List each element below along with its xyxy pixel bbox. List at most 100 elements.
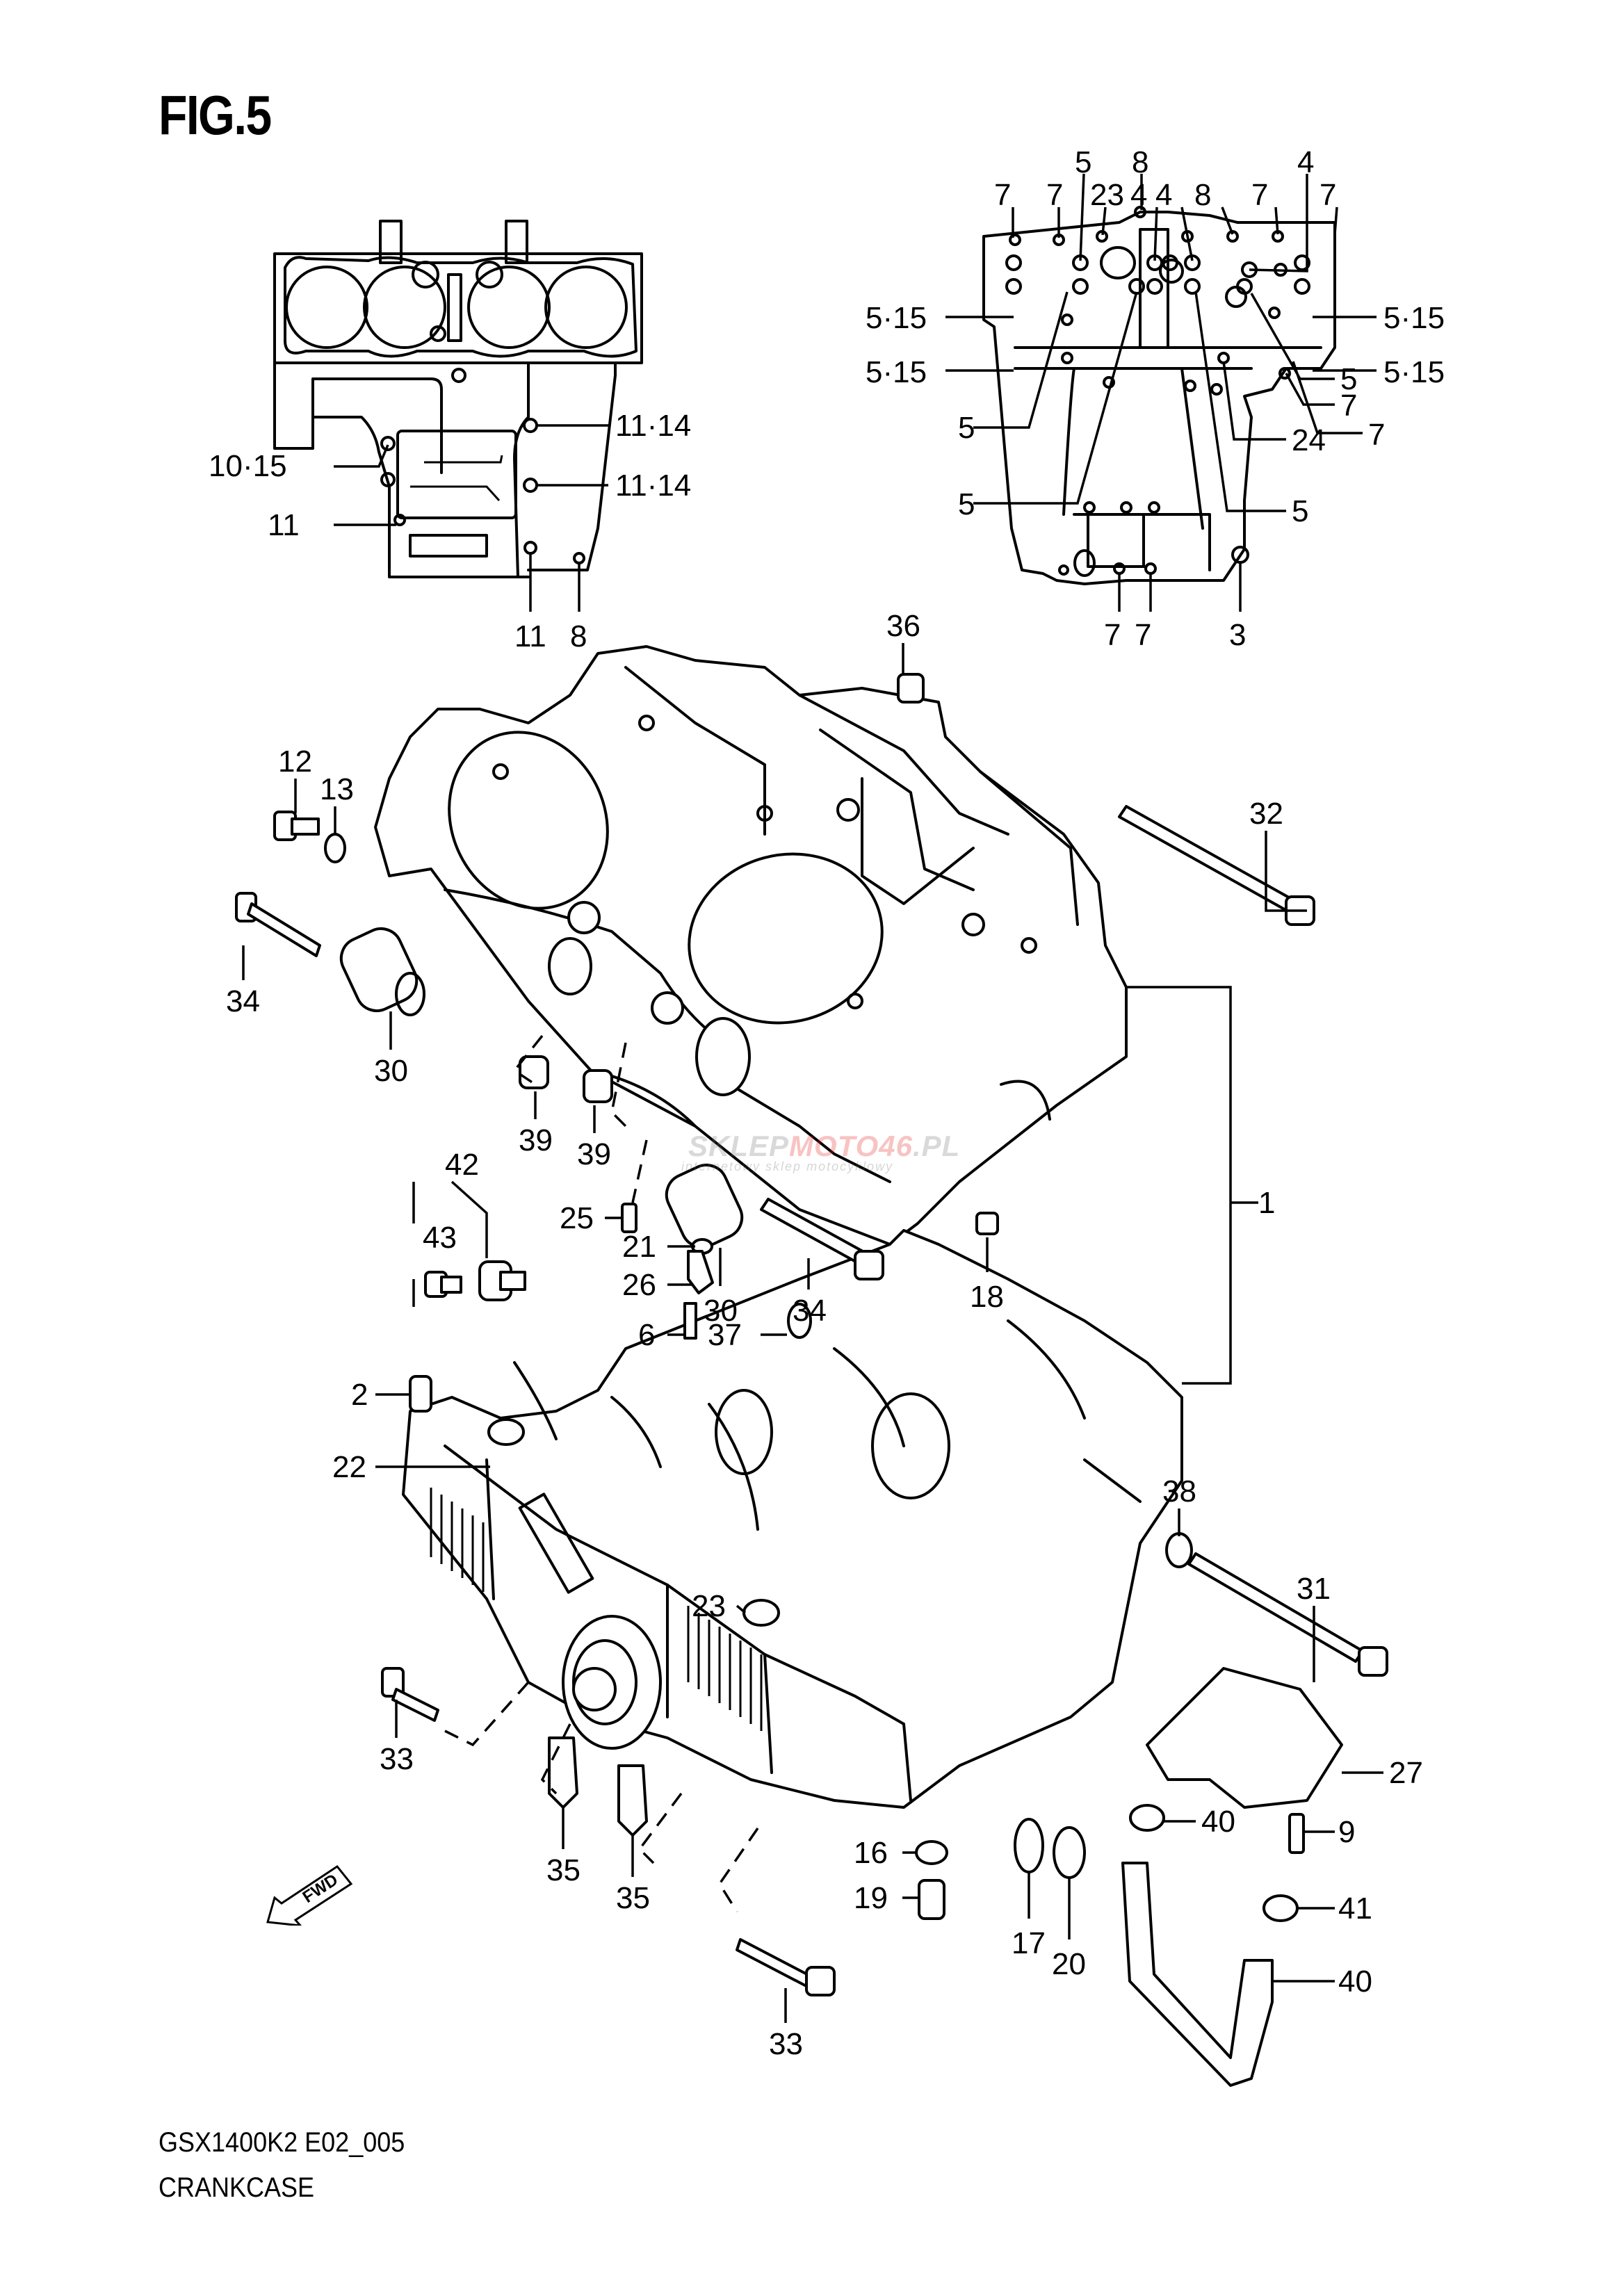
callout-21: 21: [622, 1230, 656, 1264]
callout-7: 7: [1251, 178, 1268, 212]
bracket-part-1: [1126, 986, 1258, 1385]
callout-7: 7: [1135, 618, 1151, 652]
callout-43: 43: [423, 1221, 457, 1255]
callout-11-14: 11·14: [615, 469, 691, 503]
part-2-dowel: [409, 1375, 432, 1413]
callout-30: 30: [374, 1054, 408, 1088]
upper-crankcase-outline: [273, 220, 643, 578]
callout-22: 22: [332, 1450, 366, 1484]
callout-1: 1: [1258, 1186, 1275, 1220]
lower-crankcase-outline: [982, 206, 1336, 585]
callout-7: 7: [1104, 618, 1121, 652]
callout-34: 34: [793, 1294, 827, 1328]
part-41-o-ring: [1262, 1894, 1299, 1922]
part-19-drain-plug: [918, 1879, 945, 1920]
callout-27: 27: [1389, 1756, 1423, 1790]
callout-5-15: 5·15: [866, 301, 927, 335]
part-34-bolt-upper: [235, 892, 321, 957]
callout-8: 8: [1132, 145, 1148, 179]
callout-32: 32: [1249, 797, 1283, 831]
callout-5: 5: [1292, 494, 1308, 528]
callout-2: 2: [351, 1378, 368, 1412]
part-27-oil-pan-baffle: [1146, 1667, 1343, 1809]
watermark-tld: .PL: [912, 1130, 961, 1162]
callout-33: 33: [380, 1742, 414, 1776]
part-36-nut: [897, 673, 925, 703]
part-43-bolt: [424, 1271, 462, 1298]
part-37-nut: [787, 1303, 812, 1339]
part-34-bolt-lower: [760, 1198, 884, 1280]
callout-42: 42: [445, 1148, 479, 1182]
part-23-o-ring: [742, 1599, 780, 1627]
callout-31: 31: [1297, 1572, 1331, 1606]
part-30-oil-filter-lower: [665, 1164, 744, 1248]
part-26-bracket: [687, 1250, 714, 1294]
part-16-gasket: [915, 1840, 948, 1865]
callout-38: 38: [1162, 1474, 1196, 1508]
callout-30: 30: [704, 1294, 738, 1328]
part-38-washer: [1165, 1532, 1193, 1568]
inset-upper-crankcase: 10·15 11 11·14 11·14 11 8: [209, 220, 691, 653]
watermark: SKLEPMOTO46.PL: [688, 1130, 960, 1163]
part-42-switch: [478, 1260, 526, 1301]
part-20-plug: [1053, 1826, 1086, 1879]
part-13-washer: [324, 833, 346, 863]
inset-lower-crankcase: 7 7 5 23 4 8 4 8 7 4 7 5·15 5·15 5·15 5·…: [866, 145, 1445, 652]
fwd-arrow-icon: FWD: [266, 1864, 353, 1926]
callout-26: 26: [622, 1268, 656, 1302]
callout-5-15: 5·15: [866, 355, 927, 389]
watermark-brand-red: MOTO46: [789, 1130, 913, 1162]
callout-5-15: 5·15: [1383, 301, 1445, 335]
callout-35: 35: [616, 1881, 650, 1915]
part-12-bolt: [273, 811, 320, 841]
callout-16: 16: [854, 1836, 888, 1870]
callout-12: 12: [278, 745, 312, 779]
callout-13: 13: [320, 772, 354, 806]
callout-41: 41: [1338, 1892, 1372, 1926]
part-25-jet: [621, 1203, 638, 1233]
part-30-oil-filter-upper: [339, 927, 425, 1016]
callout-40: 40: [1201, 1805, 1235, 1839]
part-33-bolt-lower: [736, 1938, 836, 1996]
callout-23: 23: [1090, 178, 1124, 212]
callout-34: 34: [226, 984, 260, 1018]
watermark-tagline: internetowy sklep motocyklowy: [681, 1160, 894, 1173]
callout-36: 36: [886, 609, 920, 643]
callout-11: 11: [268, 508, 300, 542]
callout-39: 39: [577, 1137, 611, 1171]
callout-5: 5: [1075, 145, 1091, 179]
watermark-brand-gray: SKLEP: [688, 1130, 790, 1162]
part-31-bolt: [1187, 1552, 1388, 1677]
callout-7: 7: [994, 178, 1011, 212]
callout-5: 5: [958, 411, 975, 445]
callout-18: 18: [970, 1280, 1004, 1314]
callout-37: 37: [708, 1318, 742, 1352]
part-6-screw: [683, 1302, 697, 1340]
part-17-gasket: [1014, 1818, 1044, 1873]
callout-4: 4: [1155, 178, 1172, 212]
callout-9: 9: [1338, 1815, 1355, 1849]
callout-40: 40: [1338, 1964, 1372, 1999]
callout-20: 20: [1052, 1947, 1086, 1981]
callout-11-14: 11·14: [615, 409, 691, 443]
callout-6: 6: [638, 1318, 655, 1352]
callout-7: 7: [1368, 418, 1385, 452]
part-18-plug: [975, 1212, 999, 1235]
part-9-bolt: [1288, 1813, 1305, 1854]
part-40-o-ring: [1129, 1804, 1165, 1832]
callout-25: 25: [560, 1201, 594, 1235]
lower-crankcase-half: [402, 1229, 1183, 1809]
part-22-o-ring: [487, 1418, 525, 1446]
callout-35: 35: [546, 1853, 580, 1887]
callout-7: 7: [1320, 178, 1336, 212]
figure-title: FIG.5: [159, 84, 272, 146]
callout-10-15: 10·15: [209, 449, 287, 483]
section-name: CRANKCASE: [159, 2172, 315, 2203]
part-33-bolt-left: [381, 1667, 439, 1722]
part-35-bracket-b: [617, 1764, 648, 1837]
callout-5-15: 5·15: [1383, 355, 1445, 389]
upper-crankcase-half: [374, 645, 1128, 1246]
part-40-pipe: [1121, 1862, 1274, 2087]
callout-5: 5: [1340, 362, 1357, 396]
